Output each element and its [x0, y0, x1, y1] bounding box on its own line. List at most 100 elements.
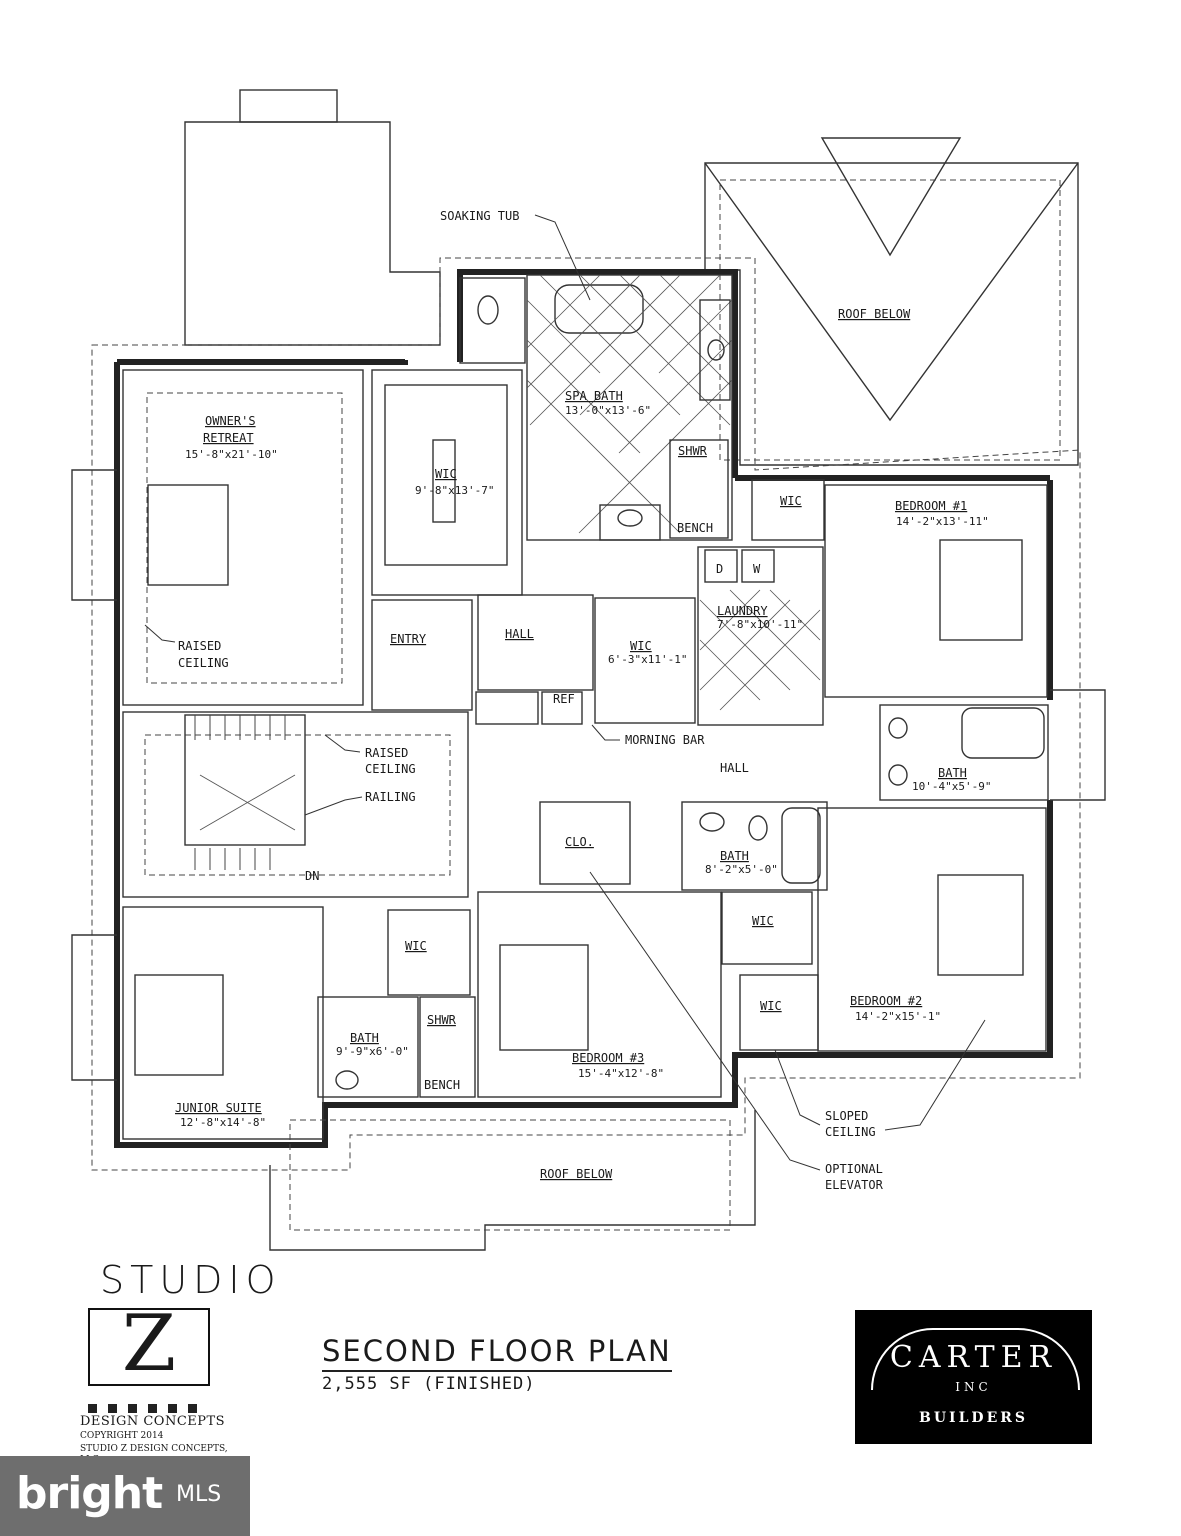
spa-toilet	[477, 295, 499, 325]
label-railing: RAILING	[365, 790, 416, 804]
studio-z-letter: Z	[121, 1299, 177, 1389]
spa-lav-sink	[617, 509, 643, 527]
hall-upper-wall	[477, 594, 594, 691]
hall-bath-tub	[781, 807, 821, 884]
label-clo: CLO.	[565, 835, 594, 849]
owners-bay	[71, 469, 117, 601]
bedroom1-wall	[824, 484, 1048, 698]
roof-below-bottom-outline	[269, 1110, 756, 1251]
stair-well	[184, 714, 306, 846]
leader-lines	[144, 214, 986, 1171]
label-roof-below-top: ROOF BELOW	[838, 307, 911, 321]
label-bedroom1: BEDROOM #1	[895, 499, 967, 513]
stair-x	[199, 774, 296, 831]
wic-owner-inner	[384, 384, 508, 566]
wic-jr-wall	[387, 909, 471, 996]
label-optional-elevator-a: OPTIONAL	[825, 1162, 883, 1176]
label-wic-jr: WIC	[405, 939, 427, 953]
bath-jr-wall	[317, 996, 419, 1098]
spa-shower	[669, 439, 729, 539]
bedroom2-wall	[817, 807, 1047, 1052]
bedroom2-bed	[937, 874, 1024, 976]
owners-retreat-wall	[122, 369, 364, 706]
carter-builders-logo: CARTER INC BUILDERS	[855, 1310, 1092, 1444]
label-entry: ENTRY	[390, 632, 427, 646]
laundry-tile	[699, 589, 821, 711]
studio-design-concepts: DESIGN CONCEPTS	[80, 1414, 226, 1429]
label-bedroom2-dim: 14'-2"x15'-1"	[855, 1010, 941, 1023]
upper-roof-outline	[184, 121, 441, 346]
label-junior-suite-dim: 12'-8"x14'-8"	[180, 1116, 266, 1129]
label-bath-jr-dim: 9'-9"x6'-0"	[336, 1045, 409, 1058]
hall-bath-toilet	[748, 815, 768, 841]
hall-bath-wall	[681, 801, 828, 891]
junior-bay	[71, 934, 117, 1081]
label-shwr-jr: SHWR	[427, 1013, 457, 1027]
label-bath-jr: BATH	[350, 1031, 379, 1045]
spa-lav	[599, 504, 661, 541]
label-raised-ceiling-1b: CEILING	[178, 656, 229, 670]
bedroom1-bed	[939, 539, 1023, 641]
laundry-wall	[697, 546, 824, 726]
label-bench-jr: BENCH	[424, 1078, 460, 1092]
spa-vanity	[699, 299, 731, 401]
label-wic-bed2: WIC	[760, 999, 782, 1013]
studio-z-logo: STUDIO Z DESIGN CONCEPTS COPYRIGHT 2014 …	[80, 1258, 282, 1466]
carter-inc: INC	[955, 1380, 992, 1394]
junior-bed	[134, 974, 224, 1076]
wic-bed1-wall	[751, 479, 825, 541]
label-sloped-ceiling-a: SLOPED	[825, 1109, 868, 1123]
watermark-mls: MLS	[176, 1482, 222, 1507]
label-dn: DN	[305, 869, 319, 883]
stair-raised-ceiling	[144, 734, 451, 876]
label-shwr-top: SHWR	[678, 444, 708, 458]
label-bath-bed1: BATH	[938, 766, 967, 780]
roof-dormer	[820, 137, 962, 257]
label-wic-bed1: WIC	[780, 494, 802, 508]
label-wic-bed3: WIC	[752, 914, 774, 928]
label-bath-bed1-dim: 10'-4"x5'-9"	[912, 780, 991, 793]
label-spa-bath-dim: 13'-0"x13'-6"	[565, 404, 651, 417]
bed1-bay	[1050, 689, 1106, 801]
label-laundry: LAUNDRY	[717, 604, 768, 618]
watermark-brand: bright	[16, 1468, 163, 1519]
label-ref: REF	[553, 692, 575, 706]
label-bench-top: BENCH	[677, 521, 713, 535]
bath-bed1-tub	[961, 707, 1045, 759]
label-soaking-tub: SOAKING TUB	[440, 209, 519, 223]
junior-suite-wall	[122, 906, 324, 1140]
wic-bed2-wall	[739, 974, 819, 1051]
label-owners-retreat-dim: 15'-8"x21'-10"	[185, 448, 278, 461]
stair-outline	[122, 711, 469, 898]
label-bedroom2: BEDROOM #2	[850, 994, 922, 1008]
wic-owner-wall	[371, 369, 523, 596]
carter-name: CARTER	[889, 1340, 1058, 1375]
label-raised-ceiling-2a: RAISED	[365, 746, 408, 760]
studio-dots	[88, 1398, 250, 1413]
bath-bed1-wall	[879, 704, 1049, 801]
studio-word: STUDIO	[100, 1258, 282, 1302]
label-spa-bath: SPA BATH	[565, 389, 623, 403]
label-raised-ceiling-1a: RAISED	[178, 639, 221, 653]
studio-z-box: Z	[88, 1304, 210, 1386]
label-wic-owner-dim: 9'-8"x13'-7"	[415, 484, 494, 497]
carter-builders: BUILDERS	[919, 1410, 1028, 1426]
wic-island	[432, 439, 456, 523]
roof-dash	[719, 179, 1061, 461]
label-wic-hall-dim: 6'-3"x11'-1"	[608, 653, 687, 666]
chimney-outline	[239, 89, 338, 123]
wic-hall-wall	[594, 597, 696, 724]
label-hall-1: HALL	[505, 627, 534, 641]
label-laundry-dim: 7'-8"x10'-11"	[717, 618, 803, 631]
floor-plan-drawing: SOAKING TUB ROOF BELOW SPA BATH 13'-0"x1…	[71, 89, 1106, 1251]
laundry-washer	[741, 549, 775, 583]
wic-bed3-wall	[721, 891, 813, 965]
roof-bottom-dash	[289, 1119, 731, 1231]
label-bedroom1-dim: 14'-2"x13'-11"	[896, 515, 989, 528]
bath-jr-sink	[335, 1070, 359, 1090]
label-junior-suite: JUNIOR SUITE	[175, 1101, 262, 1115]
bedroom3-bed	[499, 944, 589, 1051]
bath-bed1-sink-a	[888, 717, 908, 739]
clo-wall	[539, 801, 631, 885]
stair-treads	[194, 715, 286, 870]
